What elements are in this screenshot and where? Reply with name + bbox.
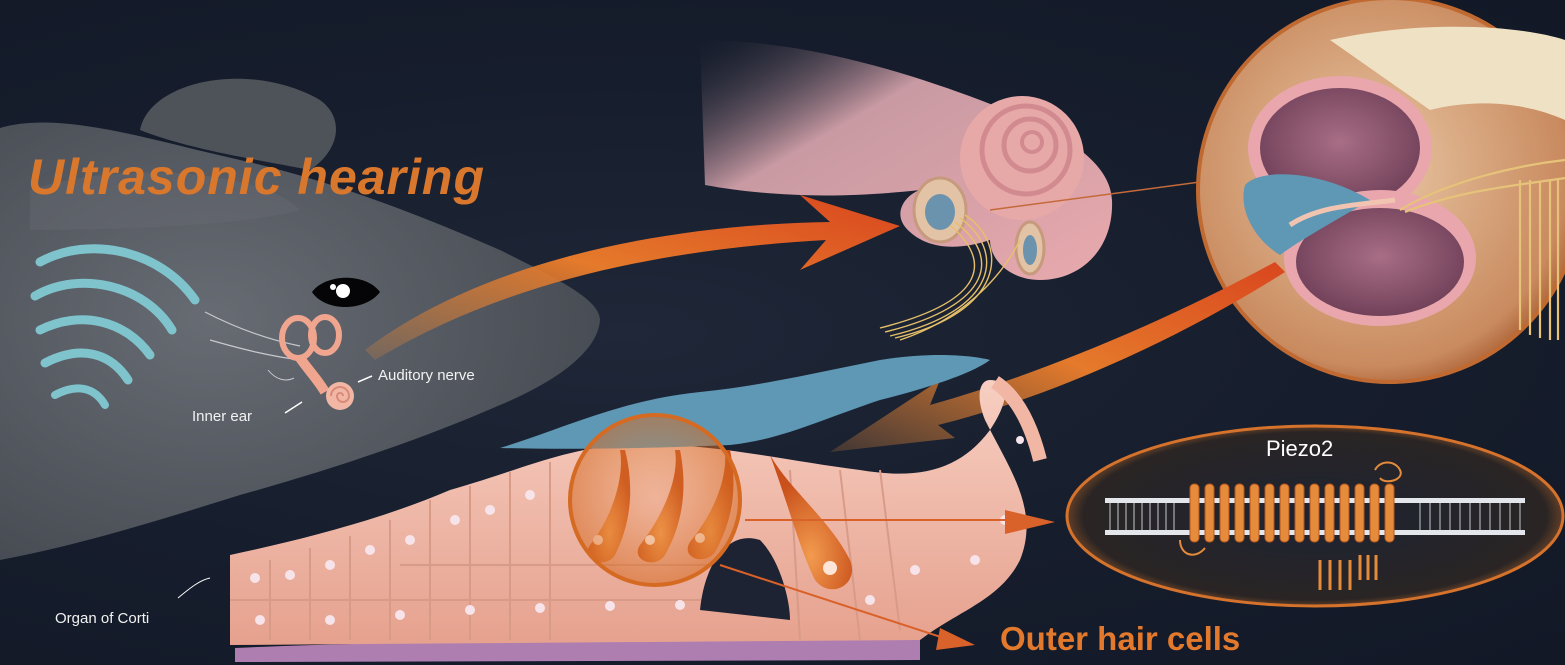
label-organ-of-corti: Organ of Corti xyxy=(55,610,149,627)
label-inner-ear: Inner ear xyxy=(192,408,252,425)
label-auditory-nerve: Auditory nerve xyxy=(378,367,475,384)
label-outer-hair-cells: Outer hair cells xyxy=(1000,620,1240,658)
diagram-title: Ultrasonic hearing xyxy=(28,148,485,206)
cochlea-cross-section xyxy=(1198,0,1565,382)
label-piezo2: Piezo2 xyxy=(1266,436,1333,462)
arrow-to-organ-of-corti xyxy=(830,262,1285,452)
cochlea xyxy=(700,40,1200,340)
